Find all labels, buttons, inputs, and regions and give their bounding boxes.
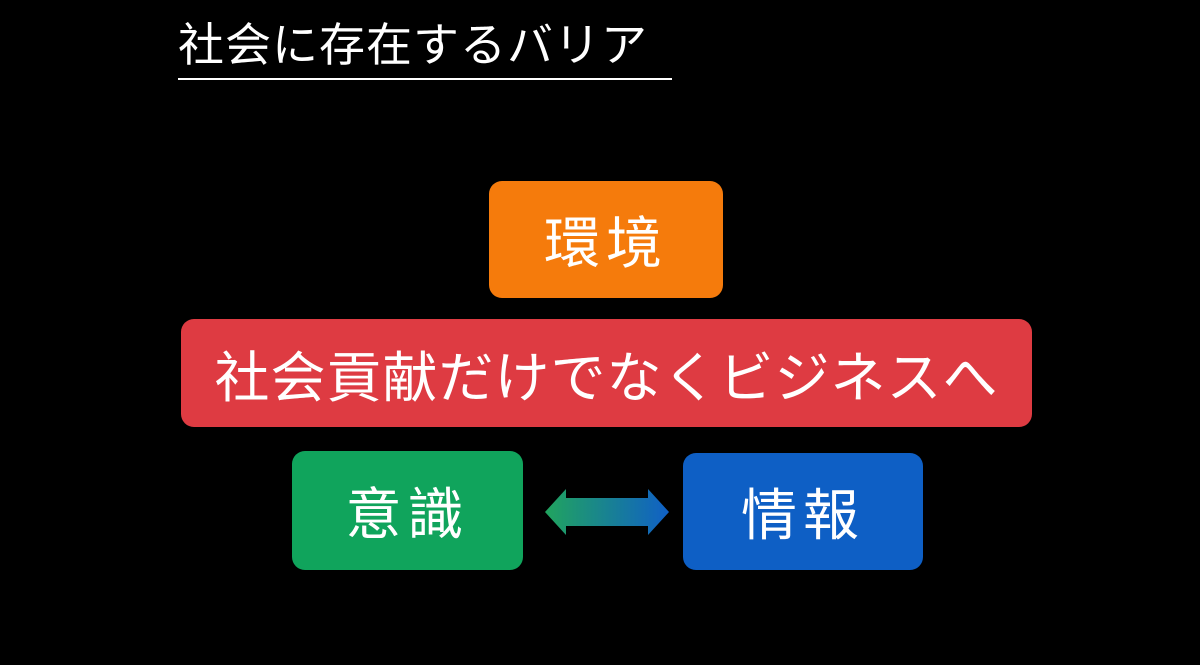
message-banner-box: 社会貢献だけでなくビジネスへ <box>181 319 1032 427</box>
awareness-box: 意識 <box>292 451 523 570</box>
double-arrow-icon <box>545 489 669 535</box>
information-box: 情報 <box>683 453 923 570</box>
message-banner-label: 社会貢献だけでなくビジネスへ <box>214 347 999 409</box>
slide-title: 社会に存在するバリア <box>178 20 672 80</box>
awareness-box-label: 意識 <box>345 483 470 546</box>
environment-box: 環境 <box>489 181 723 298</box>
information-box-label: 情報 <box>741 484 865 547</box>
environment-box-label: 環境 <box>544 212 668 275</box>
